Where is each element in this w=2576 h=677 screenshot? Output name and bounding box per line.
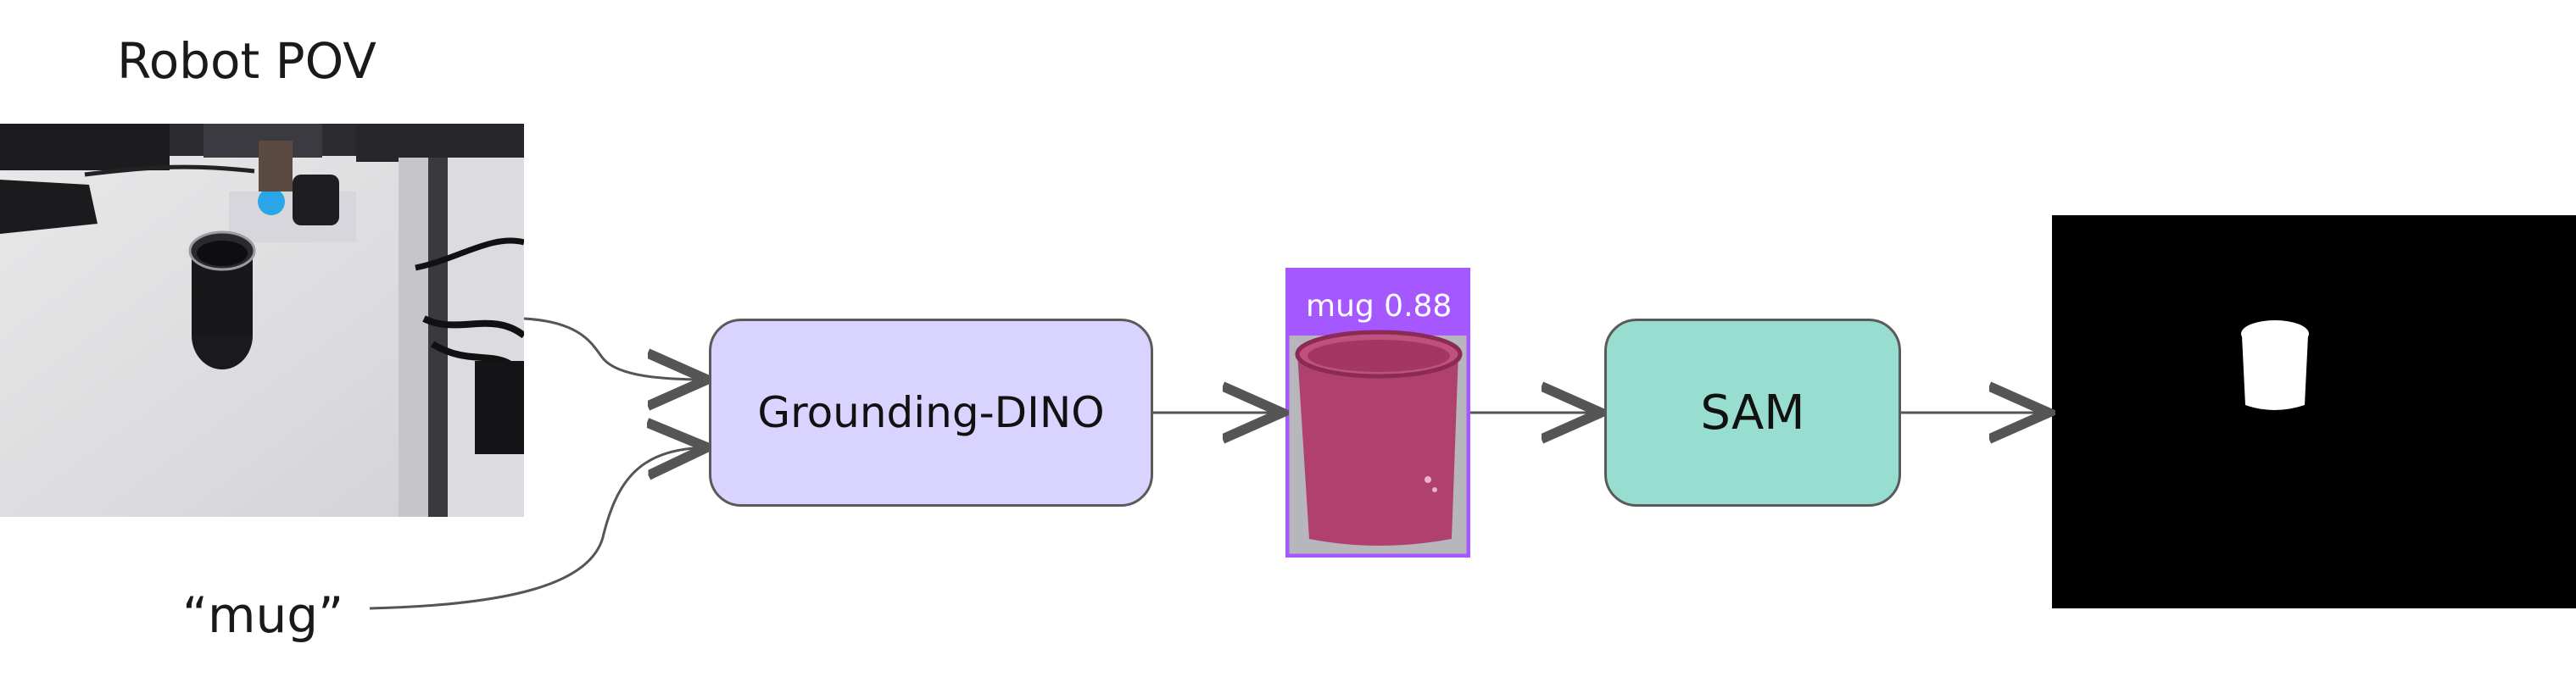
robot-pov-image bbox=[0, 124, 524, 517]
sam-node: SAM bbox=[1604, 319, 1901, 507]
arrow-image-to-dino bbox=[523, 317, 707, 380]
detection-label: mug 0.88 bbox=[1306, 289, 1452, 324]
sam-label: SAM bbox=[1700, 385, 1805, 441]
robot-pov-title: Robot POV bbox=[117, 32, 376, 90]
text-prompt: “mug” bbox=[182, 586, 344, 644]
grounding-dino-node: Grounding-DINO bbox=[709, 319, 1153, 507]
arrow-prompt-to-dino bbox=[369, 447, 707, 610]
grounding-dino-label: Grounding-DINO bbox=[757, 388, 1105, 437]
detected-mug-crop: mug 0.88 bbox=[1285, 268, 1470, 558]
segmentation-mask bbox=[2052, 215, 2576, 608]
